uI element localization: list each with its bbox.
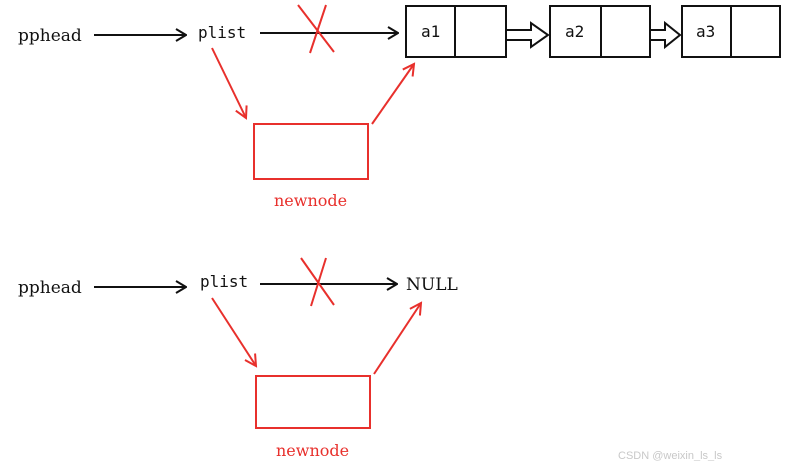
node-a3-label: a3 [696, 22, 715, 41]
top-pphead-label: pphead [18, 26, 82, 46]
next-arrow-a2-a3 [651, 20, 682, 50]
bottom-pphead-label: pphead [18, 278, 82, 298]
top-newnode-to-a1-arrow [371, 64, 414, 125]
bottom-newnode-to-null-arrow [373, 303, 421, 375]
bottom-newnode-label: newnode [276, 441, 349, 460]
bottom-cross-out-mark [300, 257, 335, 307]
bottom-newnode-box [255, 375, 371, 429]
top-newnode-box [253, 123, 369, 180]
null-label: NULL [406, 275, 458, 295]
bottom-plist-to-newnode-arrow [211, 297, 256, 366]
list-node-a2: a2 [549, 5, 651, 58]
next-arrow-a1-a2 [507, 21, 550, 49]
top-cross-out-mark [297, 4, 335, 54]
top-newnode-label: newnode [274, 191, 347, 210]
list-node-a1: a1 [405, 5, 507, 58]
bottom-plist-label: plist [200, 272, 248, 291]
list-node-a3: a3 [681, 5, 781, 58]
node-a1-label: a1 [421, 22, 440, 41]
watermark: CSDN @weixin_ls_ls [618, 450, 723, 461]
bottom-diagram: pphead plist NULL newnode [18, 257, 458, 460]
top-plist-to-newnode-arrow [211, 47, 246, 118]
top-diagram: pphead plist a1 a2 a3 [18, 4, 781, 210]
top-plist-label: plist [198, 23, 246, 42]
node-a2-label: a2 [565, 22, 584, 41]
